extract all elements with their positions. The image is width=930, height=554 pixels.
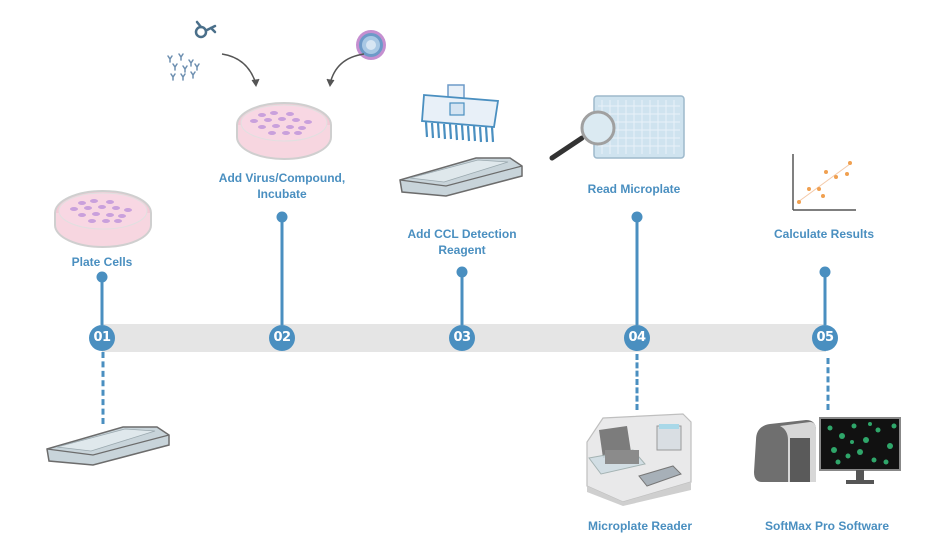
microplate-icon: [399, 157, 523, 197]
step-02-stem: [280, 217, 284, 325]
step-05-label: Calculate Results: [773, 227, 875, 241]
step-03-label: Add CCL Detection Reagent: [407, 227, 517, 257]
step-05-stem: [823, 272, 827, 325]
step-01-stem: [100, 277, 104, 325]
magnifier-plate-icon: [549, 95, 685, 161]
softmax-pro-software-icon: [754, 417, 901, 484]
microplate-reader-label: Microplate Reader: [587, 519, 693, 533]
step-05-marker: 05: [812, 325, 838, 351]
step-04-stem: [635, 217, 639, 325]
multichannel-pipette-icon: [421, 84, 500, 143]
step-01-dashed-connector: [101, 352, 105, 424]
step-01-marker: 01: [89, 325, 115, 351]
microplate-reader-icon: [586, 413, 692, 506]
softmax-pro-software-label: SoftMax Pro Software: [764, 519, 890, 533]
antibody-icon: [194, 20, 217, 39]
step-02-label: Add Virus/Compound, Incubate: [218, 171, 346, 201]
antibodies-cluster-icon: [167, 53, 200, 81]
virus-icon: [356, 30, 386, 60]
step-04-label: Read Microplate: [587, 182, 681, 196]
arrow-icon: [221, 53, 365, 88]
petri-dish-icon: [236, 102, 332, 160]
step-04-dashed-connector: [635, 354, 639, 410]
step-03-marker: 03: [449, 325, 475, 351]
scatter-plot-icon: [792, 154, 856, 211]
step-04-marker: 04: [624, 325, 650, 351]
step-03-stem: [460, 272, 464, 325]
petri-dish-icon: [54, 190, 152, 248]
step-05-dashed-connector: [826, 358, 830, 410]
step-01-label: Plate Cells: [71, 255, 133, 269]
microplate-icon: [46, 426, 170, 466]
step-02-marker: 02: [269, 325, 295, 351]
